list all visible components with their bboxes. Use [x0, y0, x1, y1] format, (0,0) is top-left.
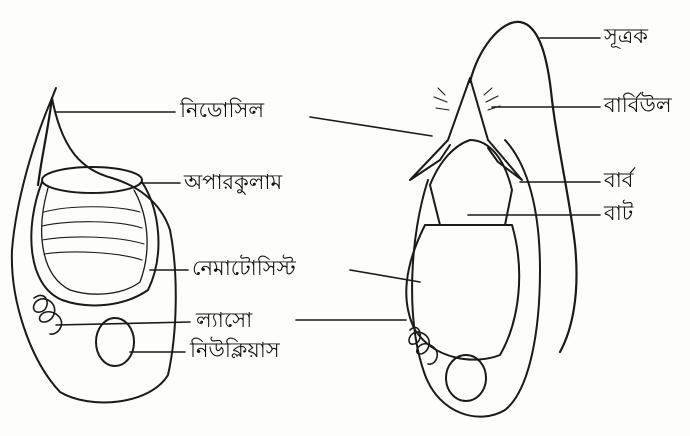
right-thread [470, 22, 577, 352]
left-nucleus [96, 318, 134, 366]
label-barb: বার্ব [604, 170, 633, 191]
left-thread-coils [42, 207, 144, 260]
label-nucleus: নিউক্লিয়াস [190, 340, 280, 361]
right-nucleus [446, 355, 486, 401]
label-nematocyst: নেমাটোসিস্ট [192, 258, 296, 279]
leader-lines [56, 38, 600, 352]
leader-nematocyst-right [350, 270, 420, 282]
discharged-cnidoblast [406, 22, 576, 417]
label-barbule: বার্বিউল [604, 95, 671, 116]
label-butt: বাট [604, 203, 633, 224]
left-operculum [42, 167, 142, 193]
label-nidosil: নিডোসিল [180, 100, 264, 121]
label-operculum: অপারকুলাম [184, 172, 282, 193]
undischarged-cnidoblast [12, 88, 176, 402]
right-lasso [409, 327, 437, 364]
left-lasso [34, 295, 62, 334]
leader-lasso [56, 322, 190, 325]
label-lasso: ল্যাসো [196, 310, 252, 331]
label-sutrak: সূত্রক [604, 26, 648, 47]
leader-nidosil-right [310, 117, 432, 136]
right-barbs [410, 78, 522, 180]
right-barbule-hairs [434, 88, 500, 110]
right-capsule [406, 225, 519, 360]
left-cell-outline [12, 98, 176, 402]
